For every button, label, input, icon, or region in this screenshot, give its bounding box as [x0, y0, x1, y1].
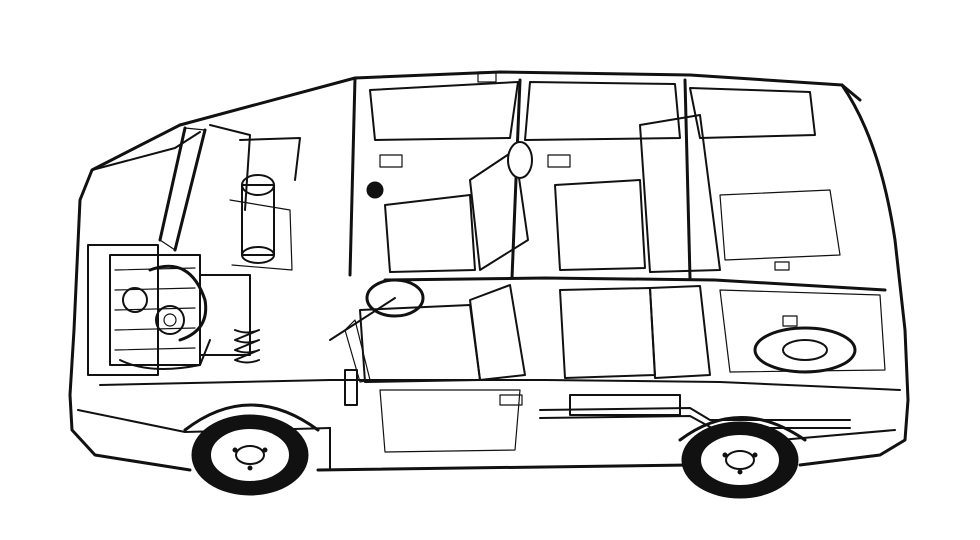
engine-assembly [87, 174, 293, 376]
steering-wheel [329, 278, 425, 341]
front-spring [234, 329, 260, 364]
windscreen-frame [158, 124, 301, 252]
front-seat-rear-row [384, 141, 533, 273]
rear-wheel [681, 421, 799, 499]
exhaust-system [539, 394, 851, 429]
spare-wheel [753, 326, 857, 374]
cabin-floor [344, 189, 886, 453]
rear-bench-seat [559, 285, 711, 379]
front-seats [359, 284, 526, 383]
wheel-arches [183, 403, 807, 442]
interior-details [366, 71, 798, 406]
second-row-seat [554, 114, 721, 273]
side-windows [348, 76, 816, 280]
front-wheel [191, 414, 309, 496]
car-body-outline [68, 70, 910, 472]
b-pillar [344, 369, 358, 406]
